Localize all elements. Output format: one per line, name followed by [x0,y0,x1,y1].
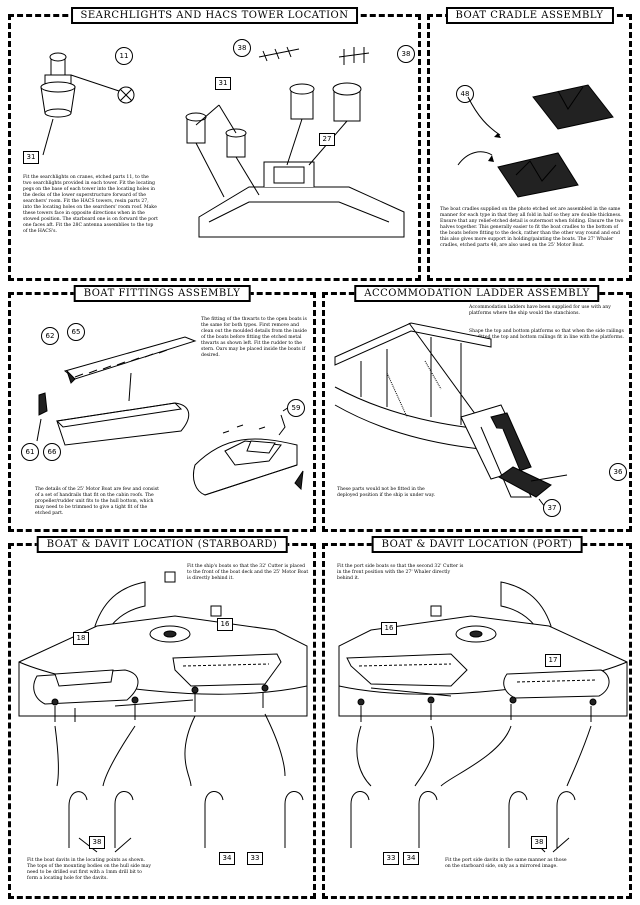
fittings-instructions-top: The fitting of the thwarts to the open b… [201,317,307,358]
callout-34: 34 [403,852,419,865]
callout-65: 65 [67,323,85,341]
port-davits-drawing [350,791,576,853]
callout-33: 33 [383,852,399,865]
callout-36: 36 [609,463,627,481]
panel-title: ACCOMMODATION LADDER ASSEMBLY [354,285,600,302]
panel-title: SEARCHLIGHTS AND HACS TOWER LOCATION [70,7,359,24]
callout-37: 37 [543,499,561,517]
superstructure-drawing [185,46,405,238]
callout-38-right: 38 [397,45,415,63]
open-boat-drawing [55,336,197,446]
callout-11: 11 [115,47,133,65]
starboard-instructions-top: Fit the ship's boats so that the 32' Cut… [187,564,309,581]
callout-16: 16 [381,622,397,635]
ladder-drawing [334,322,568,508]
starboard-instructions-bottom: Fit the boat davits in the locating poin… [27,858,151,881]
panel-accommodation-ladder: ACCOMMODATION LADDER ASSEMBLY Accommodat… [322,285,632,532]
searchlight-part-drawing [40,52,135,156]
port-instructions-top: Fit the port side boats so that the seco… [337,564,464,581]
fittings-instructions-bottom: The details of the 25' Motor Boat are fe… [35,487,159,516]
callout-38-left: 38 [233,39,251,57]
callout-31-right: 31 [215,77,231,90]
callout-61: 61 [21,443,39,461]
callout-27: 27 [319,133,335,146]
motor-boat-drawing [192,406,304,496]
panel-boat-fittings: BOAT FITTINGS ASSEMBLY 62 65 61 66 The f… [8,285,316,532]
panel-title: BOAT CRADLE ASSEMBLY [445,7,614,24]
ladder-instructions-middle: Shape the top and bottom platforms so th… [469,329,624,340]
callout-34: 34 [219,852,235,865]
panel-searchlights: SEARCHLIGHTS AND HACS TOWER LOCATION 11 … [8,7,421,281]
ladder-instructions-top: Accommodation ladders have been supplied… [469,305,611,316]
callout-62: 62 [41,327,59,345]
callout-38: 38 [531,836,547,849]
callout-66: 66 [43,443,61,461]
panel-title: BOAT & DAVIT LOCATION (PORT) [371,536,583,553]
callout-16: 16 [217,618,233,631]
panel-boat-cradle: BOAT CRADLE ASSEMBLY 48 The boat cradles… [427,7,632,281]
panel-boat-davit-port: BOAT & DAVIT LOCATION (PORT) Fit the por… [322,536,632,899]
cradle-parts-drawing [457,84,614,198]
callout-59: 59 [287,399,305,417]
port-instructions-bottom: Fit the port side davits in the same man… [445,858,567,869]
rudder-drawing [36,392,48,442]
starboard-hull-drawing [18,571,308,787]
port-hull-drawing [338,581,628,787]
callout-38: 38 [89,836,105,849]
panel-title: BOAT & DAVIT LOCATION (STARBOARD) [36,536,288,553]
callout-33: 33 [247,852,263,865]
callout-18: 18 [73,632,89,645]
callout-48: 48 [456,85,474,103]
callout-17: 17 [545,654,561,667]
ladder-instructions-bottom: These parts would not be fitted in the d… [337,487,436,498]
searchlights-instructions: Fit the searchlights on cranes, etched p… [23,175,158,234]
panel-title: BOAT FITTINGS ASSEMBLY [73,285,251,302]
callout-31-left: 31 [23,151,39,164]
starboard-davits-drawing [68,791,304,853]
cradle-instructions: The boat cradles supplied on the photo e… [440,207,624,248]
panel-boat-davit-starboard: BOAT & DAVIT LOCATION (STARBOARD) Fit th… [8,536,316,899]
